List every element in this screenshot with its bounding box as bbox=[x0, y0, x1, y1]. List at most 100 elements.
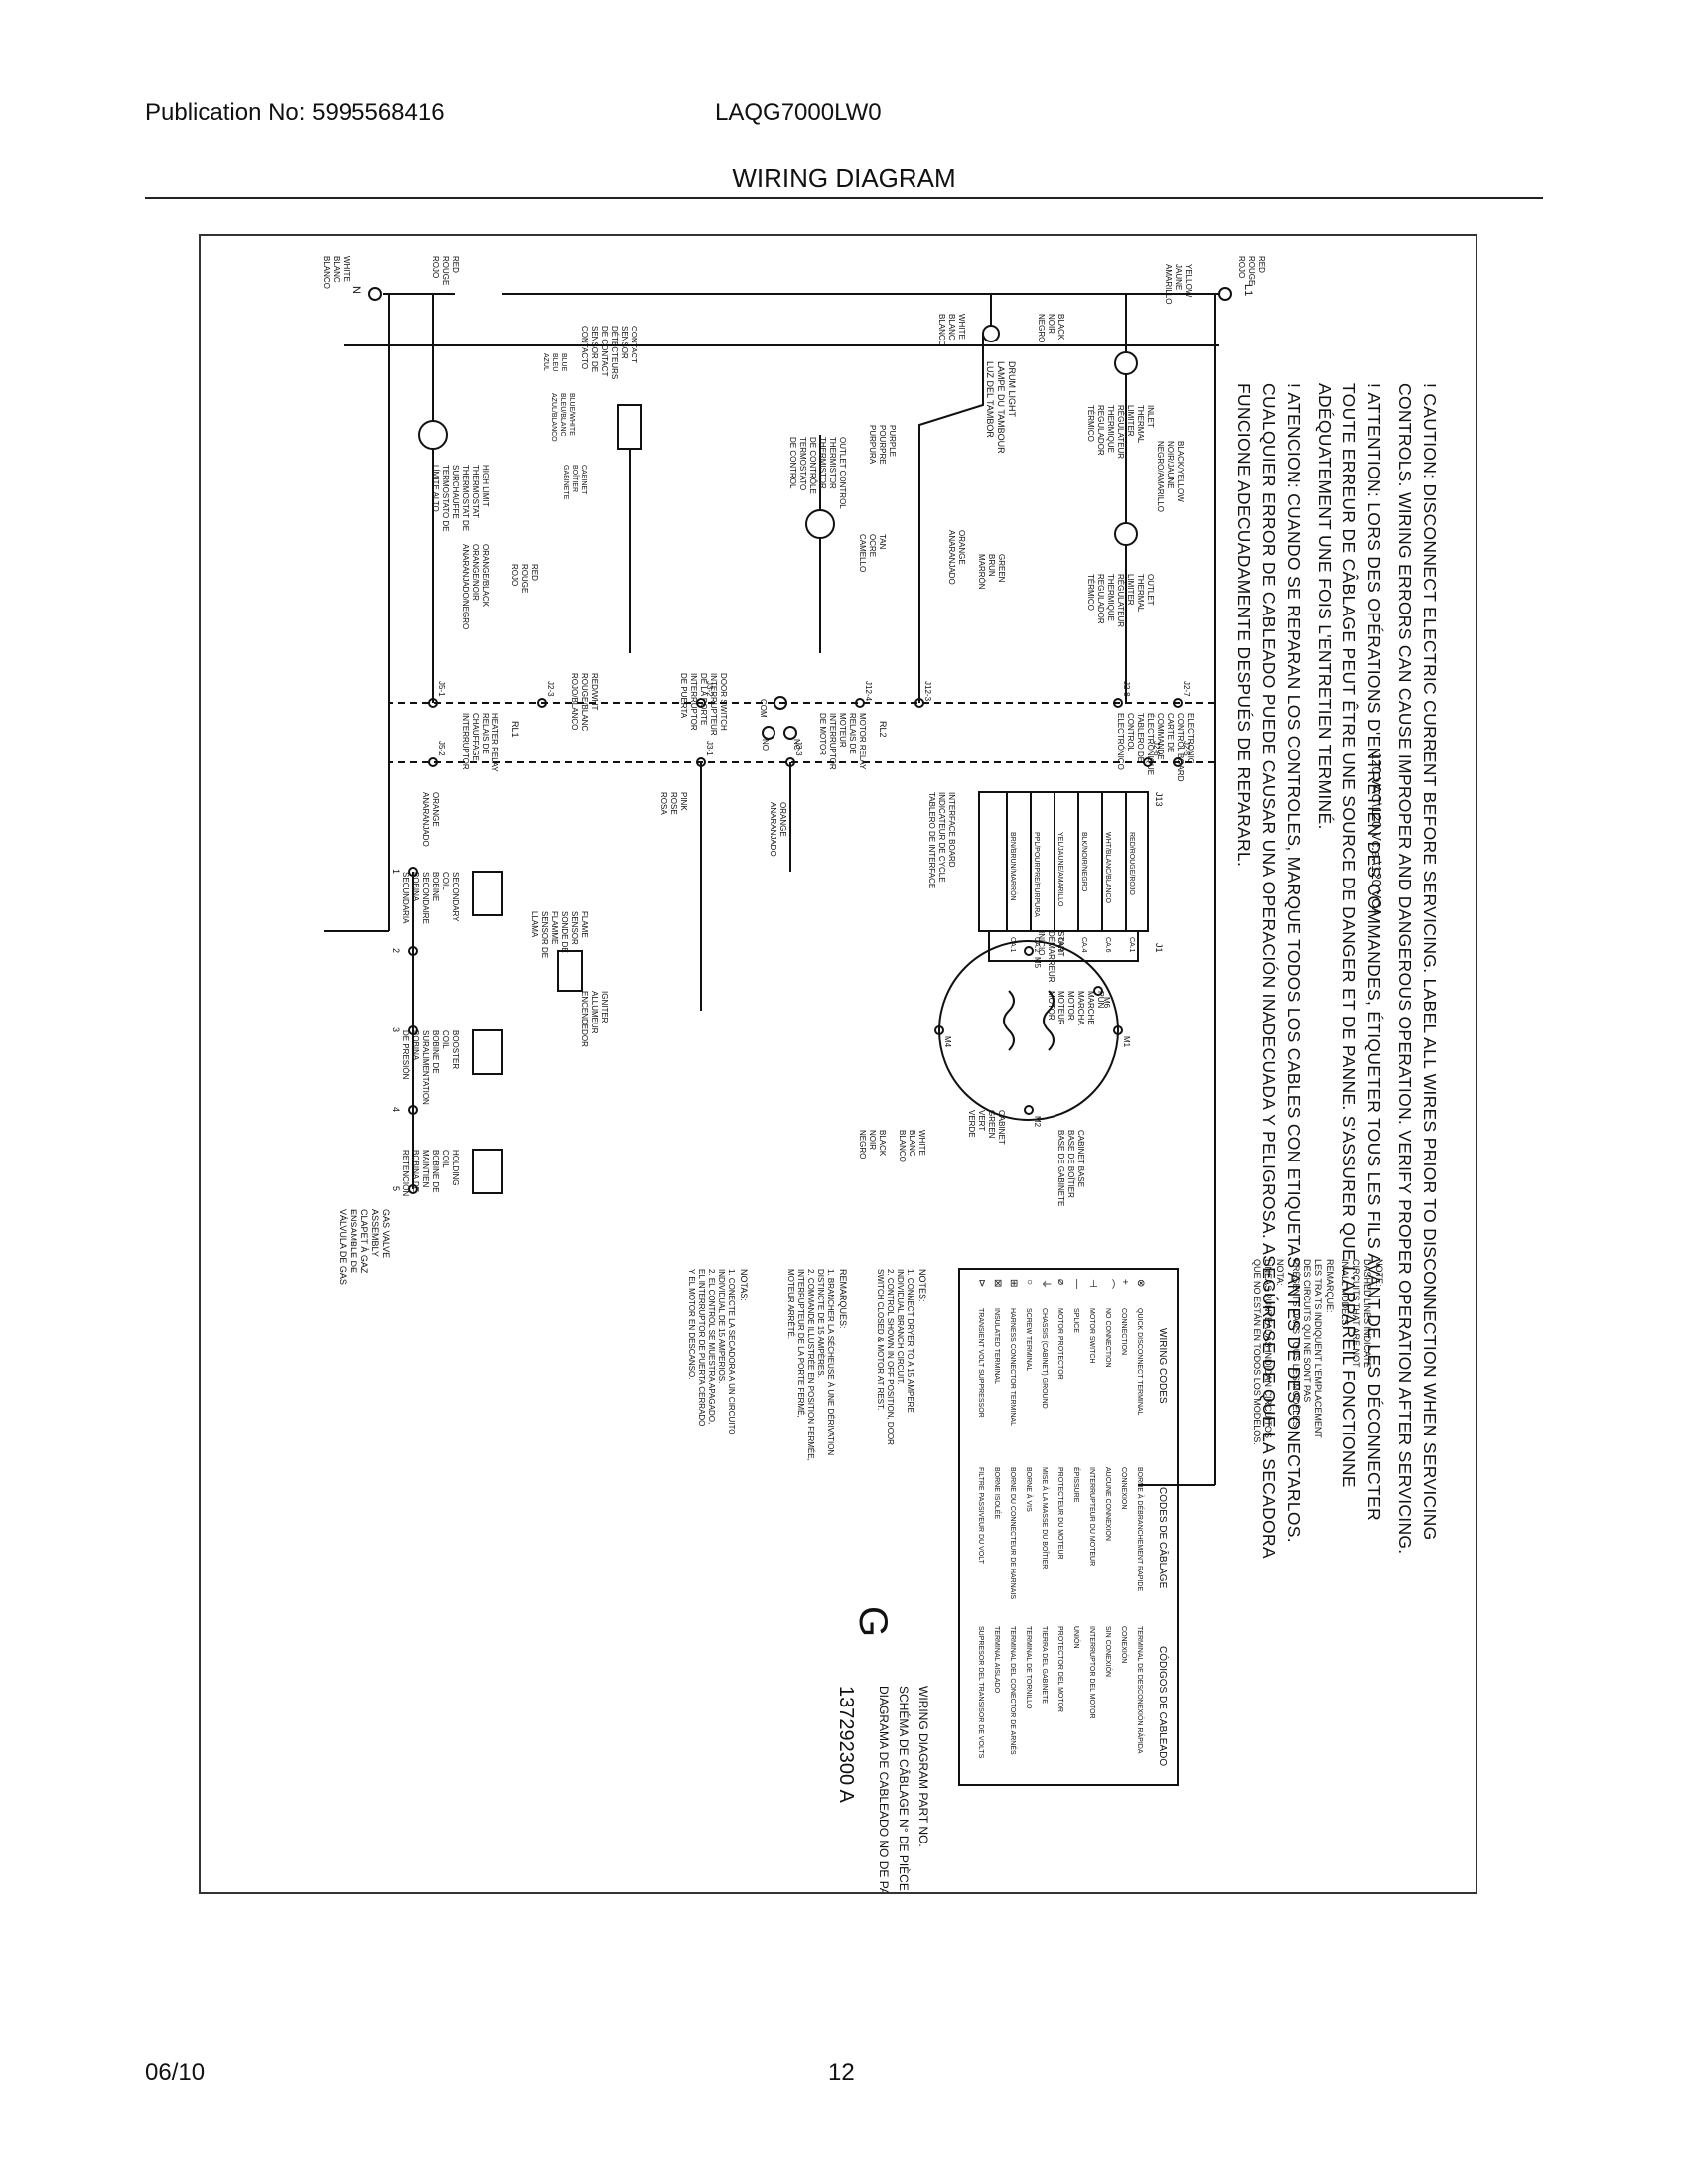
nc-label: NC bbox=[792, 739, 801, 751]
wiring-code-fr: FILTRE PASSIVEUR DU VOLT bbox=[977, 1467, 984, 1565]
connector-label: J3-2 bbox=[705, 681, 714, 697]
inlet-limiter-label: THERMAL bbox=[1136, 405, 1145, 444]
connector-terminal bbox=[537, 698, 547, 708]
wiring-code-symbol: ⊣ bbox=[1087, 1279, 1098, 1288]
interface-wire-label: YEL/JAUNE/AMARILLO bbox=[1056, 832, 1063, 907]
wiring-code-en: NO CONNECTION bbox=[1104, 1308, 1111, 1368]
motor-relay-label: RELAIS DE bbox=[848, 713, 857, 754]
j1-label: J1 bbox=[1154, 943, 1164, 953]
warning-text: CONTROLS. WIRING ERRORS CAN CAUSE IMPROP… bbox=[1395, 383, 1415, 1554]
thermistor-label: THERMISTOR bbox=[818, 437, 827, 489]
wiring-code-fr: BORNE ISOLÉE bbox=[993, 1467, 1002, 1519]
cabinet-green-label: GREEN bbox=[987, 1110, 996, 1139]
com-label: COM bbox=[759, 699, 768, 718]
door-switch-no bbox=[762, 726, 775, 740]
green-wire-label: GREEN bbox=[997, 554, 1006, 583]
note-heading-fr: REMARQUE: bbox=[1325, 1259, 1335, 1313]
outlet-limiter-label: THERMIQUE bbox=[1106, 574, 1115, 621]
warning-text: ADÉQUATEMENT UNE FOIS L'ENTRETIEN TERMIN… bbox=[1315, 383, 1335, 830]
gas-valve-terminal-number: 3 bbox=[391, 1027, 401, 1032]
black-wire-label: NEGRO bbox=[1037, 314, 1046, 342]
instructions-en: 2. CONTROL SHOWN IN OFF POSITION, DOOR bbox=[886, 1269, 895, 1445]
instructions-es: INDIVIDUAL DE 15 AMPERIOS. bbox=[717, 1269, 726, 1383]
motor-terminal-label: M4 bbox=[943, 1036, 952, 1048]
outlet-limiter-label: OUTLET bbox=[1146, 574, 1155, 606]
thermistor-label: OUTLET CONTROL bbox=[838, 437, 847, 509]
motor-label: MOTEUR bbox=[1056, 991, 1065, 1025]
warning-text: CUALQUIER ERROR DE CABLEADO PUEDE CAUSAR… bbox=[1259, 383, 1280, 1559]
blue-wire-label: BLUE bbox=[560, 353, 567, 372]
control-board-label: TABLERO DE bbox=[1136, 713, 1145, 762]
tan-wire-label: OCRE bbox=[868, 534, 877, 557]
wiring-code-fr: BORNE À VIS bbox=[1025, 1467, 1034, 1512]
wiring-code-es: TIERRA DEL GABINETE bbox=[1041, 1626, 1048, 1704]
outlet-limiter-label: RÉGULATEUR bbox=[1116, 574, 1125, 627]
warning-text: TOUTE ERREUR DE CÂBLAGE PEUT ÊTRE UNE SO… bbox=[1339, 383, 1359, 1488]
j13-label: J13 bbox=[1154, 792, 1164, 807]
control-board-label: ELECTRONIC bbox=[1186, 713, 1195, 764]
interface-pin-label: CA.1 bbox=[1128, 937, 1135, 953]
motor-black-wire-label: NEGRO bbox=[858, 1130, 867, 1159]
black-wire-label: BLACK bbox=[1056, 314, 1065, 341]
cabinet-label: GABINETE bbox=[562, 465, 569, 500]
wiring-code-symbol: ⊞ bbox=[1008, 1279, 1019, 1287]
instructions-fr: DISTINCTE DE 15 AMPÈRES. bbox=[816, 1269, 825, 1378]
wiring-codes-header: CÓDIGOS DE CABLEADO bbox=[1157, 1646, 1170, 1766]
high-limit-label: THERMOSTAT bbox=[471, 465, 480, 518]
connector-terminal bbox=[428, 698, 438, 708]
connector-terminal bbox=[696, 698, 706, 708]
header-divider bbox=[145, 197, 1543, 199]
motor-relay-label: MOTOR RELAY bbox=[858, 713, 867, 770]
page-number: 12 bbox=[828, 2059, 855, 2086]
interface-board-label: TABLERO DE INTERFACE bbox=[927, 792, 936, 888]
wiring-code-en: TRANSIENT VOLT SUPPRESSOR bbox=[977, 1308, 984, 1418]
interface-wire-label: BRN/BRUN/MARRÓN bbox=[1009, 832, 1018, 901]
holding-coil-icon bbox=[472, 1149, 503, 1194]
connector-terminal bbox=[855, 698, 865, 708]
cabinet-green-label: VERDE bbox=[967, 1110, 976, 1138]
igniter-icon bbox=[557, 950, 583, 992]
interface-wire-label: BLK/NOIR/NEGRO bbox=[1080, 832, 1087, 892]
instructions-en: INDIVIDUAL BRANCH CIRCUIT. bbox=[896, 1269, 905, 1385]
high-limit-label: THERMOSTAT DE bbox=[461, 465, 470, 531]
motor-white-wire-label: WHITE bbox=[917, 1130, 926, 1156]
voltage-label: 120 VAC\120 Vc.a.\120 VCA bbox=[1369, 752, 1384, 917]
wiring-code-symbol: ⊗ bbox=[1135, 1279, 1146, 1287]
black-yellow-wire-label: BLACK/YELLOW bbox=[1176, 441, 1185, 502]
part-number: 137292300 A bbox=[835, 1686, 857, 1804]
connector-label: J5-1 bbox=[437, 681, 446, 697]
holding-coil-label: MAINTIEN bbox=[421, 1150, 430, 1187]
wiring-diagram: ! CAUTION: DISCONNECT ELECTRIC CURRENT B… bbox=[322, 256, 1440, 1892]
wiring-code-es: TERMINAL DE DESCONEXIÓN RÁPIDA bbox=[1136, 1626, 1145, 1754]
part-label-en: WIRING DIAGRAM PART NO. bbox=[916, 1686, 930, 1847]
wiring-code-en: CHASSIS (CABINET) GROUND bbox=[1041, 1308, 1048, 1409]
instructions-es: EL INTERRUPTOR DE PUERTA CERRADO bbox=[697, 1269, 706, 1426]
door-switch-label: INTERRUPTEUR bbox=[709, 673, 718, 736]
contact-wire-label: BLUE/WHITE bbox=[568, 393, 575, 436]
wiring-code-es: TERMINAL AISLADO bbox=[993, 1626, 1000, 1694]
part-label-es: DIAGRAMA DE CABLEADO NO DE PARTE bbox=[877, 1686, 891, 1892]
tan-wire-label: TAN bbox=[878, 534, 887, 550]
flame-sensor-label: LLAMA bbox=[530, 911, 539, 938]
wiring-codes-header: WIRING CODES bbox=[1157, 1328, 1168, 1404]
wiring-code-en: INSULATED TERMINAL bbox=[993, 1308, 1000, 1384]
wiring-codes-table bbox=[958, 1268, 1179, 1786]
cabinet-base-label: BASE DE BOÎTIER bbox=[1066, 1130, 1075, 1198]
gas-valve-label: ENSAMBLE DE bbox=[349, 1209, 358, 1273]
no-label: NO bbox=[761, 739, 770, 751]
red-wire-label-2: ROJO bbox=[510, 564, 519, 586]
warning-text: ! ATTENTION: LORS DES OPÉRATIONS D'ENTRE… bbox=[1364, 383, 1384, 1521]
gas-valve-label: GAS VALVE bbox=[381, 1209, 391, 1258]
note-text-en: CIRCUITS THAT ARE NOT bbox=[1351, 1259, 1361, 1368]
orange-wire-label-2: ANARANJADO bbox=[769, 802, 777, 857]
wiring-code-fr: CONNEXION bbox=[1120, 1467, 1127, 1509]
connector-label: J2-8 bbox=[1122, 681, 1131, 697]
gas-valve-label: VÁLVULA DE GAS bbox=[338, 1209, 348, 1285]
thermistor-icon bbox=[805, 509, 835, 539]
drum-light-label: LAMPE DU TAMBOUR bbox=[996, 361, 1006, 454]
outlet-limiter-label: LIMITER bbox=[1126, 574, 1135, 606]
wiring-code-symbol: ⌒ bbox=[1103, 1279, 1115, 1289]
cabinet-base-label: CABINET BASE bbox=[1076, 1130, 1085, 1187]
l1-color-label: RED bbox=[1257, 256, 1266, 273]
interface-board-label: INTERFACE BOARD bbox=[947, 792, 956, 868]
